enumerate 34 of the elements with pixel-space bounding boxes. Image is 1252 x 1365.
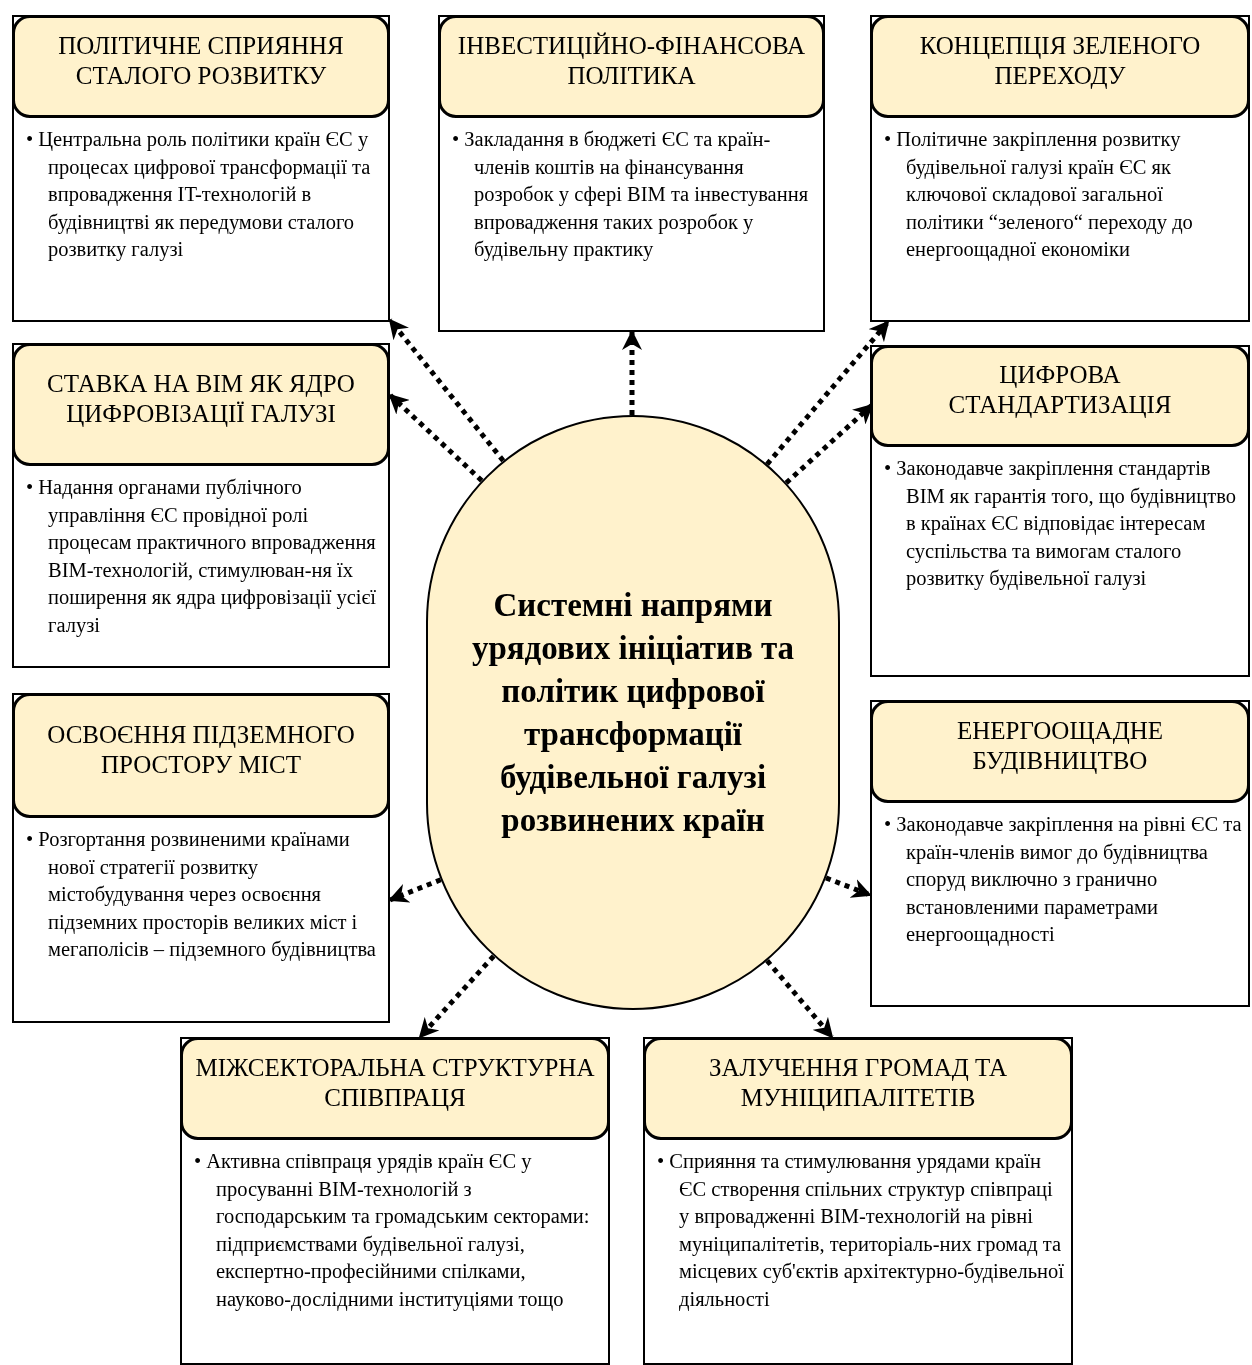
info-card <box>870 700 1250 1007</box>
card-text: • Законодавче закріплення на рівні ЄС та країн-членів вимог до будівництва споруд виключно з гранично встановленими параметрами енергоощадності <box>884 812 1242 948</box>
card-text: • Законодавче закріплення стандартів BIM як гарантія того, що будівництво в країнах ЄС відповідає інтересам суспільства та вимогам сталого розвитку будівельної галузі <box>884 456 1237 592</box>
info-card <box>438 15 825 332</box>
card-header: ЦИФРОВА СТАНДАРТИЗАЦІЯ <box>870 345 1250 447</box>
dotted-arrow <box>388 318 506 463</box>
info-card <box>870 345 1250 677</box>
info-card <box>870 15 1250 322</box>
card-text: • Центральна роль політики країн ЄС у процесах цифрової трансформації та впровадження IT-технологій в будівництві як передумови сталого розвитку галузі <box>26 127 372 263</box>
central-title: Системні напрями урядових ініціатив та політик цифрової трансформації будівельної галузі розвинених країн <box>470 585 796 840</box>
card-header: ПОЛІТИЧНЕ СПРИЯННЯ СТАЛОГО РОЗВИТКУ <box>12 15 390 118</box>
card-text: • Надання органами публічного управління ЄС провідної ролі процесам практичного впровадження BIM-технологій, стимулюван-ня їх поширення як ядра цифровізації усієї галузі <box>26 475 377 639</box>
card-header: ІНВЕСТИЦІЙНО-ФІНАНСОВА ПОЛІТИКА <box>438 15 825 118</box>
card-text: • Сприяння та стимулювання урядами країн ЄС створення спільних структур співпраці у впровадженні BIM-технологій на рівні муніципалітетів, територіаль-них громад та місцевих суб'єктів архітектурно-будівельної діяльності <box>657 1149 1065 1313</box>
dotted-arrow <box>765 959 834 1039</box>
card-text: • Активна співпраця урядів країн ЄС у просуванні BIM-технологій з господарським та громадським секторами: підприємствами будівельної галузі, експертно-професійними спілками, науково-дослідними інституціями тощо <box>194 1149 591 1313</box>
card-text: • Розгортання розвиненими країнами нової стратегії розвитку містобудування через освоєння підземних просторів великих міст і мегаполісів – підземного будівництва <box>26 827 377 963</box>
card-header: ЗАЛУЧЕННЯ ГРОМАД ТА МУНІЦИПАЛІТЕТІВ <box>643 1037 1073 1140</box>
dotted-arrow <box>765 320 890 466</box>
dotted-arrow <box>418 954 496 1039</box>
card-text: • Політичне закріплення розвитку будівельної галузі країн ЄС як ключової складової загальної політики “зеленого“ переходу до енергоощадної економіки <box>884 127 1194 263</box>
card-text: • Закладання в бюджеті ЄС та країн-членів коштів на фінансування розробок у сфері BIM та інвестування впровадження таких розробок у будівельну практику <box>452 127 810 263</box>
info-card <box>643 1037 1073 1365</box>
card-header: ЕНЕРГООЩАДНЕ БУДІВНИЦТВО <box>870 700 1250 803</box>
info-card <box>12 693 390 1023</box>
info-card <box>12 343 390 668</box>
card-header: КОНЦЕПЦІЯ ЗЕЛЕНОГО ПЕРЕХОДУ <box>870 15 1250 118</box>
info-card <box>12 15 390 322</box>
card-header: СТАВКА НА BIM ЯК ЯДРО ЦИФРОВІЗАЦІЇ ГАЛУЗІ <box>12 343 390 466</box>
card-header: МІЖСЕКТОРАЛЬНА СТРУКТУРНА СПІВПРАЦЯ <box>180 1037 610 1140</box>
dotted-arrow <box>622 330 642 415</box>
dotted-arrow <box>825 875 872 898</box>
card-header: ОСВОЄННЯ ПІДЗЕМНОГО ПРОСТОРУ МІСТ <box>12 693 390 818</box>
info-card <box>180 1037 610 1365</box>
